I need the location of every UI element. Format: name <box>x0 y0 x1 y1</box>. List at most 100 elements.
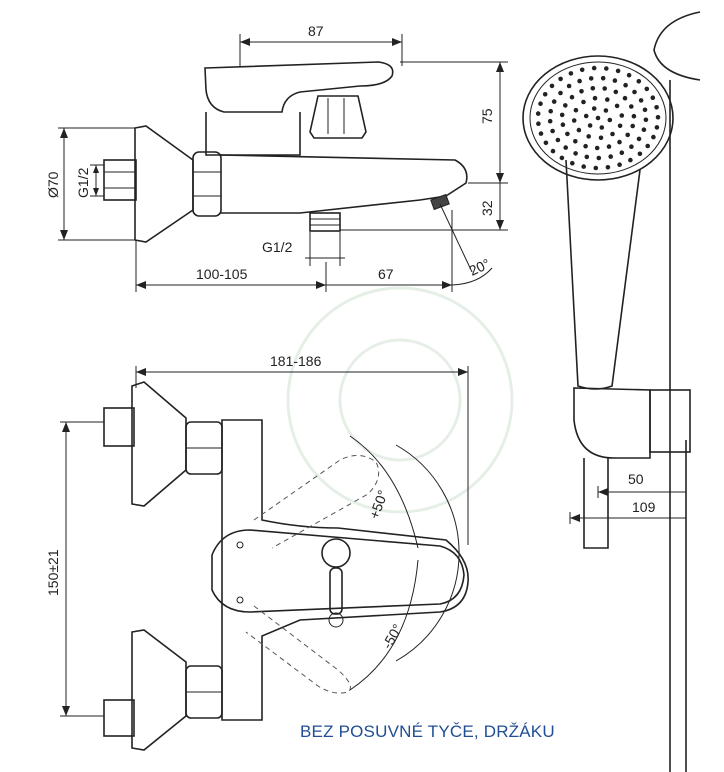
shower-nozzle-dot <box>581 164 586 169</box>
shower-nozzle-dot <box>565 131 570 137</box>
shower-nozzle-dot <box>568 71 574 76</box>
side-view: 87 75 32 Ø70 G1/2 G1/2 <box>45 23 508 292</box>
shower-nozzle-dot <box>612 78 618 83</box>
shower-nozzle-dot <box>558 76 563 82</box>
shower-nozzle-dot <box>614 103 620 109</box>
hand-shower: 50 109 <box>522 11 701 772</box>
shower-nozzle-dot <box>595 115 601 121</box>
shower-nozzle-dot <box>630 123 635 129</box>
shower-nozzle-dot <box>576 127 582 133</box>
shower-nozzle-dot <box>606 144 612 149</box>
shower-nozzle-dot <box>651 134 656 140</box>
shower-nozzle-dot <box>605 97 610 102</box>
shower-nozzle-dot <box>579 89 584 94</box>
shower-nozzle-dot <box>563 145 568 150</box>
shower-nozzle-dot <box>563 103 568 108</box>
dim-angle-spout: 20° <box>467 255 493 278</box>
spout-aerator <box>430 193 450 211</box>
bottom-outlet <box>309 212 341 232</box>
dim-32: 32 <box>479 200 495 216</box>
shower-nozzle-dot <box>593 165 599 171</box>
shower-nozzle-dot <box>594 145 600 151</box>
shower-nozzle-dot <box>551 99 557 104</box>
shower-nozzle-dot <box>617 123 623 129</box>
dim-67: 67 <box>378 266 394 282</box>
shower-nozzle-dot <box>573 139 578 144</box>
side-inlet <box>103 159 137 201</box>
front-view: 181-186 150±21 + <box>45 353 469 751</box>
shower-nozzle-dot <box>592 95 598 101</box>
shower-nozzle-dot <box>600 75 606 81</box>
shower-nozzle-dot <box>602 86 607 91</box>
shower-nozzle-dot <box>629 144 634 149</box>
shower-nozzle-dot <box>538 101 543 106</box>
shower-nozzle-dot <box>645 143 650 149</box>
front-diverter <box>321 538 351 568</box>
front-handle <box>211 529 465 613</box>
shower-nozzle-dot <box>566 83 572 89</box>
shower-nozzle-dot <box>571 118 577 123</box>
side-nut <box>192 151 222 217</box>
dim-87: 87 <box>308 23 324 39</box>
shower-nozzle-dot <box>615 68 621 74</box>
shower-nozzle-dot <box>622 95 628 101</box>
shower-nozzle-dot <box>560 122 566 127</box>
dim-angle-plus: +50° <box>366 488 391 521</box>
shower-head <box>522 55 674 181</box>
shower-nozzle-dot <box>655 115 661 120</box>
shower-nozzle-dot <box>538 131 544 136</box>
shower-nozzle-dot <box>559 112 565 118</box>
dim-angle-minus: -50° <box>379 621 406 651</box>
shower-nozzle-dot <box>583 143 588 149</box>
shower-nozzle-dot <box>547 118 553 124</box>
shower-nozzle-dot <box>573 151 578 156</box>
shower-nozzle-dot <box>569 94 575 100</box>
shower-rail-top <box>653 11 701 81</box>
shower-nozzle-dot <box>613 89 619 95</box>
shower-nozzle-dot <box>625 132 630 138</box>
shower-nozzle-dot <box>586 134 591 139</box>
shower-nozzle-dot <box>548 108 553 114</box>
shower-nozzle-dot <box>581 99 586 105</box>
shower-nozzle-dot <box>636 79 642 84</box>
dim-thread-bottom: G1/2 <box>262 239 293 255</box>
shower-nozzle-dot <box>587 123 593 128</box>
shower-nozzle-dot <box>638 98 644 103</box>
dim-thread-left: G1/2 <box>75 167 91 198</box>
shower-nozzle-dot <box>619 113 625 118</box>
shower-nozzle-dot <box>591 65 597 71</box>
shower-hose <box>583 458 609 549</box>
front-rosette-bottom <box>131 629 187 751</box>
watermark-logo <box>286 286 514 514</box>
shower-nozzle-dot <box>604 66 609 71</box>
shower-nozzle-dot <box>642 107 648 113</box>
shower-nozzle-dot <box>629 104 634 109</box>
dim-diameter: Ø70 <box>45 171 61 198</box>
shower-nozzle-dot <box>584 154 590 160</box>
shower-nozzle-dot <box>603 108 609 113</box>
shower-nozzle-dot <box>577 78 582 84</box>
shower-nozzle-dot <box>555 137 561 143</box>
shower-nozzle-dot <box>650 95 656 100</box>
shower-nozzle-dot <box>549 83 555 89</box>
shower-nozzle-dot <box>617 139 622 145</box>
shower-nozzle-dot <box>558 90 563 96</box>
shower-nozzle-dot <box>543 140 549 146</box>
shower-nozzle-dot <box>628 157 633 163</box>
shower-nozzle-dot <box>598 135 604 141</box>
side-lever <box>204 61 394 113</box>
dim-width-front: 181-186 <box>270 353 322 369</box>
shower-nozzle-dot <box>559 155 565 161</box>
shower-nozzle-dot <box>607 117 613 123</box>
shower-nozzle-dot <box>599 125 605 130</box>
shower-nozzle-dot <box>542 92 548 97</box>
side-rosette <box>134 125 194 243</box>
shower-nozzle-dot <box>654 125 660 130</box>
shower-nozzle-dot <box>591 106 597 111</box>
side-spout <box>219 154 468 214</box>
shower-nozzle-dot <box>605 165 611 170</box>
front-body <box>221 419 469 721</box>
shower-nozzle-dot <box>550 148 556 154</box>
shower-nozzle-dot <box>637 151 643 157</box>
